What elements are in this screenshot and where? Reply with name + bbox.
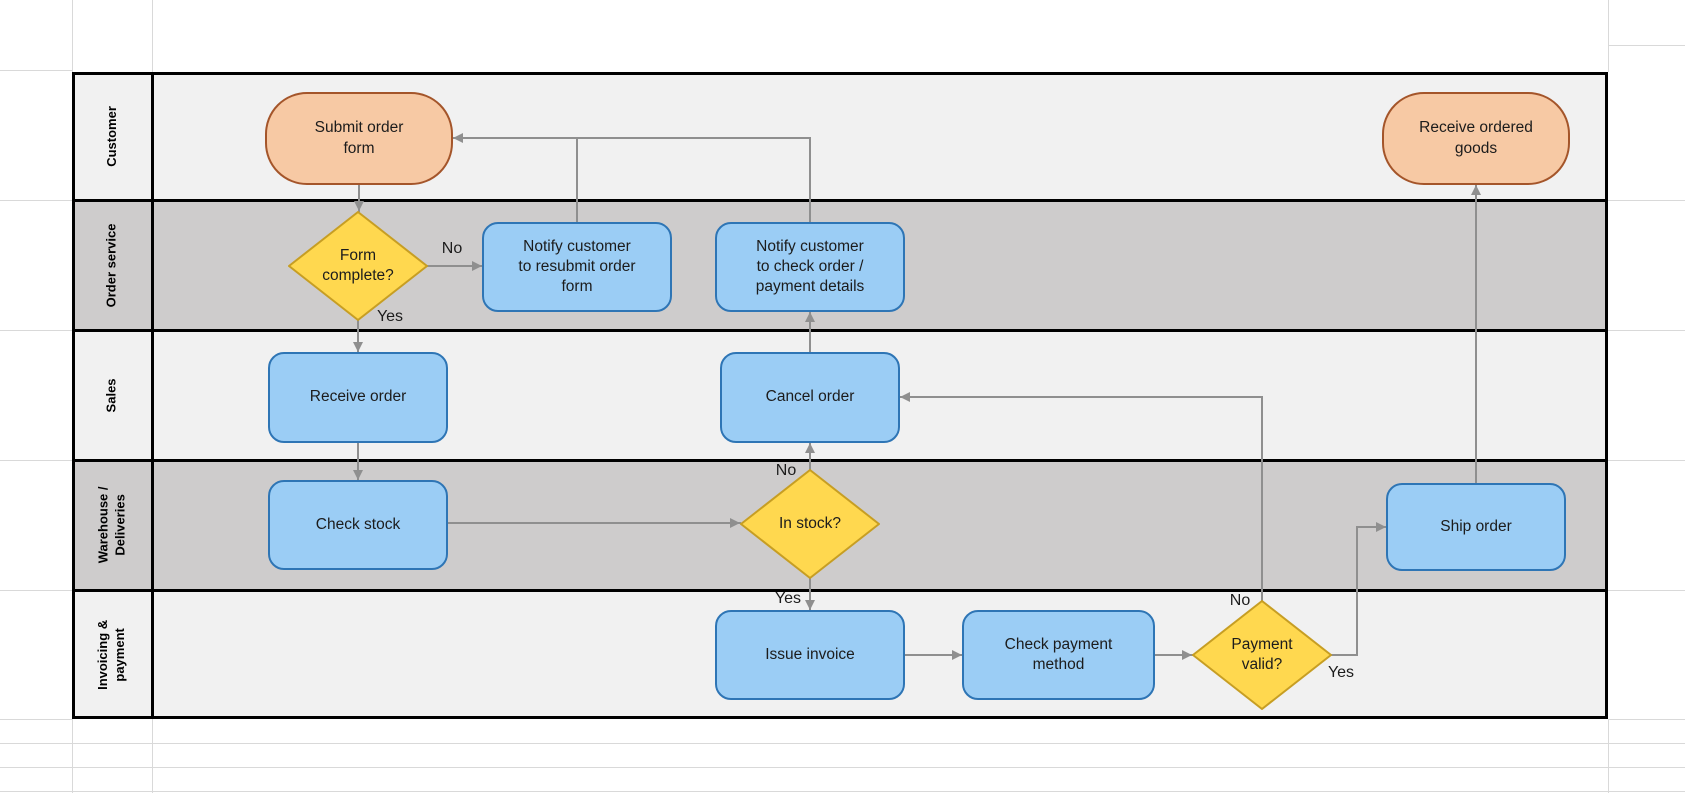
gridline (0, 70, 72, 71)
arrowhead (1471, 185, 1481, 195)
connector-segment (1261, 396, 1263, 601)
arrowhead (1376, 522, 1386, 532)
node-label: Submit order form (314, 119, 404, 157)
gridline (152, 0, 153, 72)
edge-label-yes: Yes (774, 590, 802, 607)
gridline (0, 590, 72, 591)
arrowhead (805, 312, 815, 322)
gridline (1608, 719, 1609, 793)
gridline (72, 719, 73, 793)
decision-diamond-shape (1192, 600, 1332, 710)
gridline (0, 791, 1685, 792)
check-payment-method[interactable]: Check payment method (962, 610, 1155, 700)
gridline (1608, 0, 1609, 72)
gridline (0, 200, 72, 201)
gridline (1608, 719, 1685, 720)
arrowhead (805, 443, 815, 453)
node-label: Issue invoice (765, 645, 855, 663)
notify-resubmit[interactable]: Notify customer to resubmit order form (482, 222, 672, 312)
node-label: Receive ordered goods (1419, 119, 1533, 157)
node-label: Check stock (315, 515, 401, 533)
gridline (0, 743, 1685, 744)
arrowhead (730, 518, 740, 528)
edge-label-no: No (441, 240, 463, 257)
connector-segment (427, 265, 483, 267)
edge-label-yes: Yes (376, 308, 404, 325)
connector-segment (1331, 654, 1358, 656)
connector-segment (576, 137, 578, 223)
gridline (1608, 590, 1685, 591)
arrowhead (1182, 650, 1192, 660)
lane-divider (151, 72, 154, 719)
edge-label-no: No (1229, 592, 1251, 609)
node-label: Notify customer to check order / payment… (755, 237, 865, 296)
receive-ordered-goods[interactable]: Receive ordered goods (1382, 92, 1570, 185)
payment-valid[interactable]: Payment valid? (1192, 600, 1332, 710)
node-label: In stock? (778, 514, 842, 532)
lane-boundary (72, 199, 1608, 202)
gridline (0, 460, 72, 461)
gridline (0, 719, 72, 720)
node-label: Form complete? (322, 246, 394, 284)
gridline (1608, 330, 1685, 331)
connector-segment (1356, 526, 1358, 656)
connector-segment (357, 442, 359, 481)
connector-segment (358, 184, 360, 212)
receive-order[interactable]: Receive order (268, 352, 448, 443)
node-label: Cancel order (765, 388, 855, 406)
arrowhead (805, 600, 815, 610)
connector-segment (904, 654, 963, 656)
edge-label-no: No (775, 462, 797, 479)
connector-segment (1475, 184, 1477, 484)
gridline (72, 0, 73, 72)
check-stock[interactable]: Check stock (268, 480, 448, 570)
connector-segment (1154, 654, 1193, 656)
issue-invoice[interactable]: Issue invoice (715, 610, 905, 700)
gridline (1608, 45, 1685, 46)
connector-segment (447, 522, 741, 524)
lane-boundary (72, 329, 1608, 332)
arrowhead (900, 392, 910, 402)
gridline (1608, 200, 1685, 201)
arrowhead (472, 261, 482, 271)
node-label: Payment valid? (1231, 635, 1293, 673)
gridline (0, 767, 1685, 768)
ship-order[interactable]: Ship order (1386, 483, 1566, 571)
arrowhead (354, 201, 364, 211)
connector-segment (452, 137, 811, 139)
lane-boundary (72, 589, 1608, 592)
arrowhead (353, 342, 363, 352)
cancel-order[interactable]: Cancel order (720, 352, 900, 443)
edge-label-yes: Yes (1327, 664, 1355, 681)
arrowhead (453, 133, 463, 143)
arrowhead (353, 470, 363, 480)
connector-segment (809, 442, 811, 470)
connector-segment (809, 311, 811, 353)
decision-diamond-shape (740, 469, 880, 579)
arrowhead (952, 650, 962, 660)
node-label: Check payment method (1004, 635, 1113, 673)
gridline (152, 719, 153, 793)
gridline (1608, 460, 1685, 461)
swimlane-frame (72, 72, 1608, 719)
gridline (0, 330, 72, 331)
node-label: Notify customer to resubmit order form (518, 237, 636, 296)
lane-boundary (72, 459, 1608, 462)
decision-diamond-shape (288, 211, 428, 321)
connector-segment (357, 320, 359, 353)
connector-segment (899, 396, 1263, 398)
in-stock[interactable]: In stock? (740, 469, 880, 579)
connector-segment (1356, 526, 1387, 528)
notify-check-details[interactable]: Notify customer to check order / payment… (715, 222, 905, 312)
node-label: Receive order (309, 388, 407, 406)
connector-segment (809, 137, 811, 223)
node-label: Ship order (1440, 517, 1512, 535)
form-complete[interactable]: Form complete? (288, 211, 428, 321)
submit-order-form[interactable]: Submit order form (265, 92, 453, 185)
connector-segment (809, 578, 811, 611)
